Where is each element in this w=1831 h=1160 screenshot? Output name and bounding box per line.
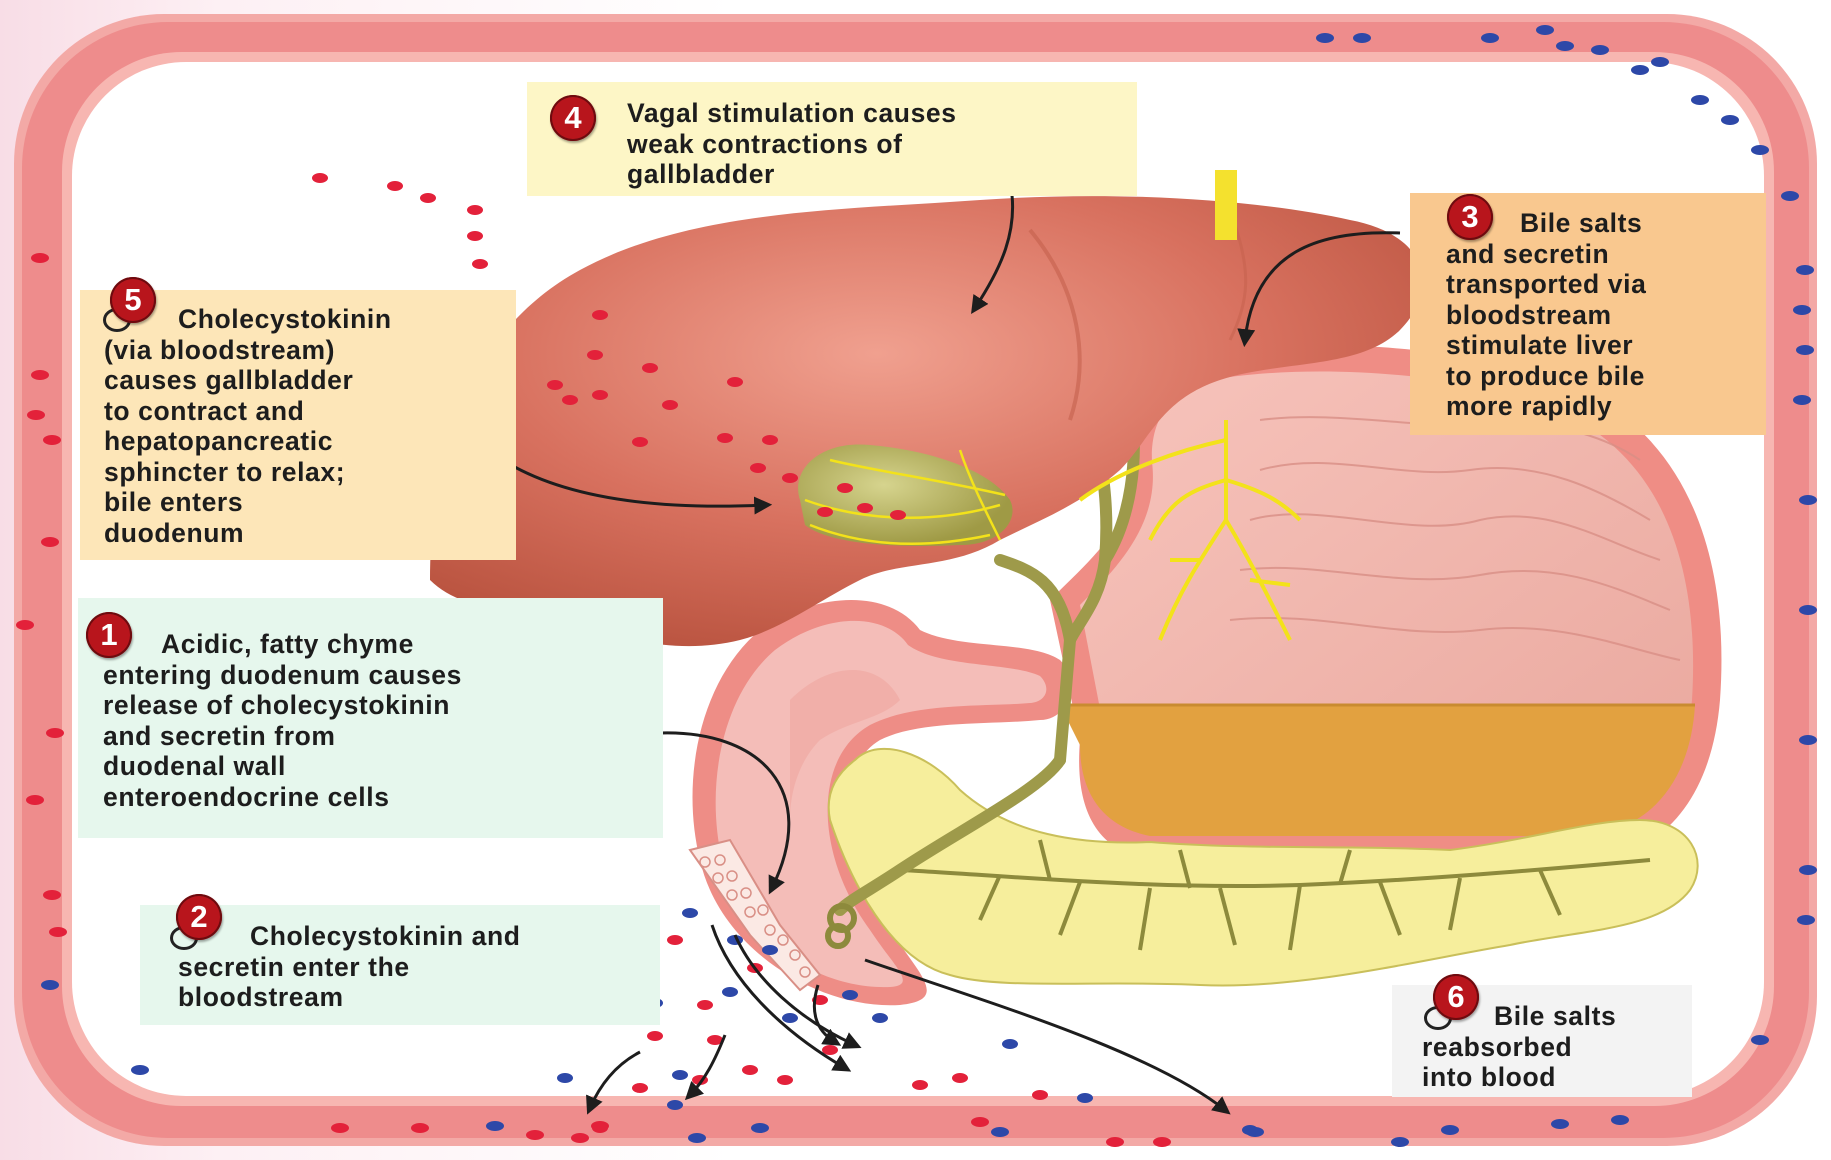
step-2-badge: 2 — [176, 894, 222, 940]
step-5-line-6: sphincter to relax; — [104, 457, 516, 488]
step-3-line-3: transported via — [1446, 269, 1766, 300]
step-6-badge: 6 — [1433, 974, 1479, 1020]
step-4-badge: 4 — [550, 95, 596, 141]
step-2-line-1: Cholecystokinin and — [178, 921, 660, 952]
step-5-line-1: Cholecystokinin — [104, 304, 516, 335]
step-4-line-2: weak contractions of — [627, 129, 1137, 160]
step-1-line-3: release of cholecystokinin — [103, 690, 663, 721]
step-5-line-5: hepatopancreatic — [104, 426, 516, 457]
step-3-badge: 3 — [1447, 194, 1493, 240]
step-5-line-2: (via bloodstream) — [104, 335, 516, 366]
step-5-line-7: bile enters — [104, 487, 516, 518]
step-1-line-1: Acidic, fatty chyme — [103, 629, 663, 660]
step-3-line-6: to produce bile — [1446, 361, 1766, 392]
step-5-line-8: duodenum — [104, 518, 516, 549]
step-1-line-2: entering duodenum causes — [103, 660, 663, 691]
step-4-line-3: gallbladder — [627, 159, 1137, 190]
step-3-line-7: more rapidly — [1446, 391, 1766, 422]
step-1-line-6: enteroendocrine cells — [103, 782, 663, 813]
step-1-badge: 1 — [86, 612, 132, 658]
step-5-badge: 5 — [110, 277, 156, 323]
step-2-line-3: bloodstream — [178, 982, 660, 1013]
step-3-line-4: bloodstream — [1446, 300, 1766, 331]
step-3-line-1: Bile salts — [1446, 208, 1766, 239]
step-2-line-2: secretin enter the — [178, 952, 660, 983]
step-4-callout: Vagal stimulation causes weak contractio… — [527, 82, 1137, 196]
step-4-line-1: Vagal stimulation causes — [627, 98, 1137, 129]
step-3-line-5: stimulate liver — [1446, 330, 1766, 361]
step-5-line-4: to contract and — [104, 396, 516, 427]
step-1-line-5: duodenal wall — [103, 751, 663, 782]
step-1-line-4: and secretin from — [103, 721, 663, 752]
step-5-line-3: causes gallbladder — [104, 365, 516, 396]
step-5-callout: Cholecystokinin (via bloodstream) causes… — [80, 290, 516, 560]
step-6-line-3: into blood — [1422, 1062, 1692, 1093]
step-3-line-2: and secretin — [1446, 239, 1766, 270]
step-1-callout: Acidic, fatty chyme entering duodenum ca… — [78, 598, 663, 838]
step-6-line-2: reabsorbed — [1422, 1032, 1692, 1063]
